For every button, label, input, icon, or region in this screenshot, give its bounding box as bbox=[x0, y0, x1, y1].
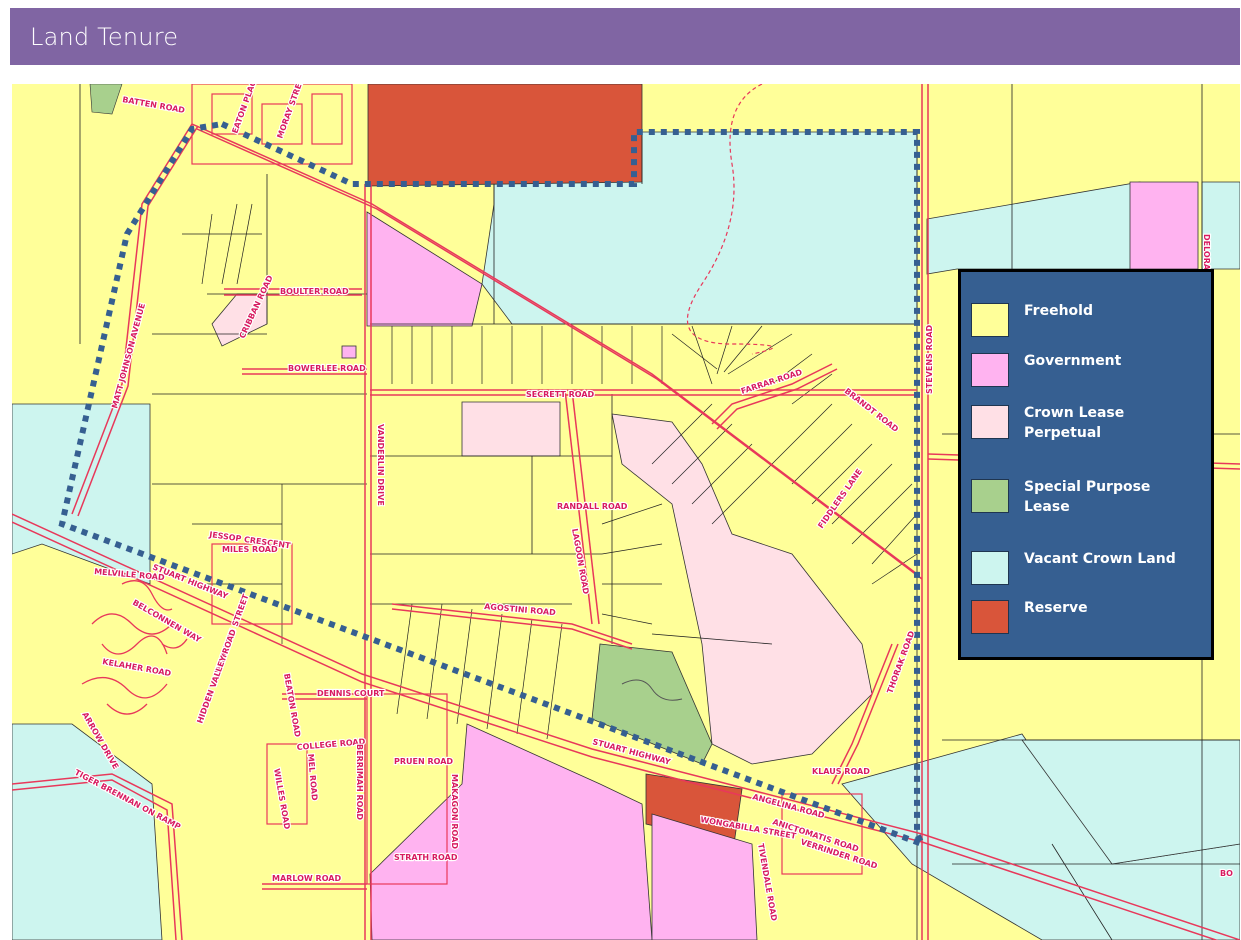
map-legend: Freehold Government Crown Lease Perpetua… bbox=[958, 269, 1214, 660]
road-label: BERRIMAH ROAD bbox=[355, 744, 364, 820]
title-bar: Land Tenure bbox=[10, 8, 1240, 65]
suburb-streets bbox=[81, 580, 188, 715]
legend-item-reserve: Reserve bbox=[971, 597, 1207, 637]
legend-item-freehold: Freehold bbox=[971, 300, 1207, 340]
road-label: MARLOW ROAD bbox=[272, 874, 341, 883]
road-label: DELORA bbox=[1202, 234, 1211, 271]
road-label: SECRETT ROAD bbox=[526, 390, 595, 399]
vacant-crown-land-swatch bbox=[971, 551, 1009, 585]
legend-item-vacant-crown-land: Vacant Crown Land bbox=[971, 548, 1207, 588]
special-purpose-area-north bbox=[89, 84, 123, 115]
road-network bbox=[12, 84, 1240, 940]
freehold-swatch bbox=[971, 303, 1009, 337]
road-label: MILES ROAD bbox=[222, 545, 278, 554]
legend-item-government: Government bbox=[971, 350, 1207, 390]
page-title: Land Tenure bbox=[30, 23, 179, 51]
special-purpose-area bbox=[591, 643, 713, 765]
study-area-boundary bbox=[58, 120, 929, 850]
road-label: VANDERLIN DRIVE bbox=[376, 424, 385, 506]
road-label: BOWERLEE ROAD bbox=[288, 364, 366, 373]
road-label: STEVENS ROAD bbox=[925, 324, 934, 394]
reserve-swatch bbox=[971, 600, 1009, 634]
legend-label: Reserve bbox=[1024, 600, 1088, 616]
legend-label: Freehold bbox=[1024, 303, 1093, 319]
special-purpose-swatch bbox=[971, 479, 1009, 513]
crown-lease-swatch bbox=[971, 405, 1009, 439]
legend-label: Government bbox=[1024, 353, 1122, 369]
legend-item-special-purpose: Special Purpose Lease bbox=[971, 476, 1207, 516]
legend-label: Special Purpose Lease bbox=[1024, 479, 1151, 515]
road-label: BO bbox=[1220, 869, 1233, 878]
road-label: DENNIS COURT bbox=[317, 689, 385, 698]
government-swatch bbox=[971, 353, 1009, 387]
crown-lease-areas bbox=[211, 293, 873, 765]
legend-label: Vacant Crown Land bbox=[1024, 551, 1176, 567]
road-label: PRUEN ROAD bbox=[394, 757, 453, 766]
road-label: STRATH ROAD bbox=[394, 853, 458, 862]
legend-label: Crown Lease Perpetual bbox=[1024, 405, 1125, 441]
residential-blocks bbox=[191, 84, 863, 885]
road-label: MAKAGON ROAD bbox=[450, 774, 459, 849]
road-label: BOULTER ROAD bbox=[280, 287, 349, 296]
special-purpose-track bbox=[621, 679, 683, 701]
trail-line bbox=[686, 84, 774, 355]
road-label: KLAUS ROAD bbox=[812, 767, 870, 776]
legend-item-crown-lease: Crown Lease Perpetual bbox=[971, 402, 1207, 442]
government-areas bbox=[341, 181, 1199, 940]
road-label: RANDALL ROAD bbox=[557, 502, 628, 511]
